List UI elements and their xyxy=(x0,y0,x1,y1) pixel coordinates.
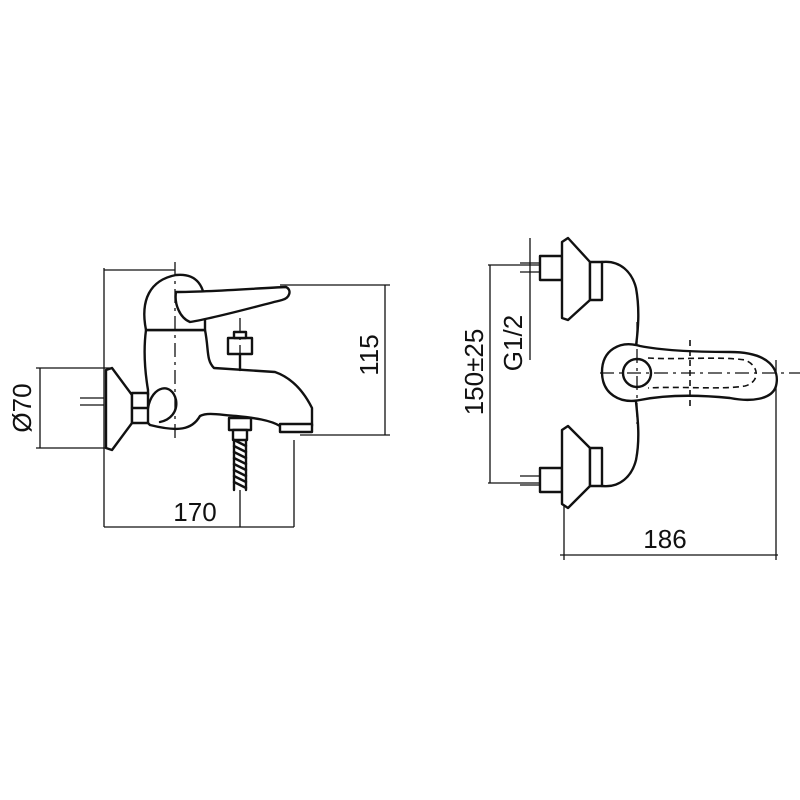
side-height-label: 115 xyxy=(354,334,384,375)
top-upper-inlet xyxy=(520,236,604,322)
side-dimension-lines xyxy=(36,268,390,528)
side-view: 115 Ø70 170 xyxy=(7,262,390,528)
side-length-label: 170 xyxy=(173,497,216,527)
side-faucet-body xyxy=(80,273,314,492)
top-dimension-lines xyxy=(488,238,778,560)
top-view: 150±25 G1/2 186 xyxy=(459,236,800,560)
top-thread-label: G1/2 xyxy=(498,315,528,371)
top-faucet-body xyxy=(600,260,778,488)
top-spacing-label: 150±25 xyxy=(459,329,489,416)
side-diameter-label: Ø70 xyxy=(7,383,37,432)
top-lower-inlet xyxy=(520,424,604,510)
top-centerlines xyxy=(600,322,800,424)
top-length-label: 186 xyxy=(643,524,686,554)
side-centerlines xyxy=(174,262,241,440)
